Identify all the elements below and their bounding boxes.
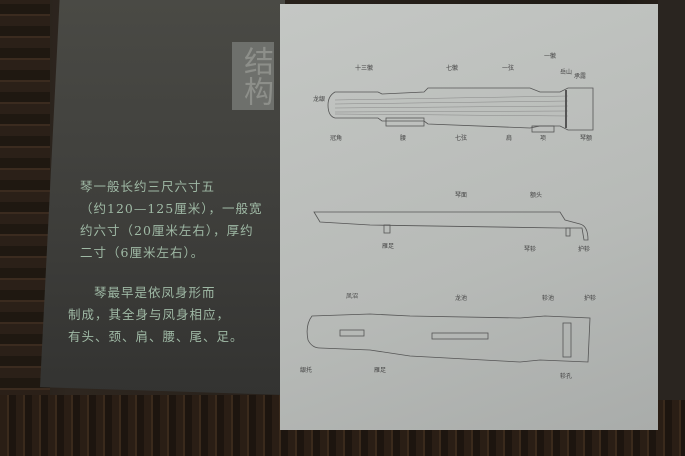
label: 凤沼 [346, 292, 358, 300]
label: 琴面 [455, 192, 467, 199]
label: 十三徽 [355, 64, 373, 72]
label: 七弦 [455, 134, 467, 142]
frame-right [658, 0, 685, 400]
text-line: 约六寸（20厘米左右），厚约 [80, 223, 254, 238]
side-view [313, 211, 589, 241]
text-line: （约120—125厘米），一般宽 [80, 201, 263, 216]
label: 轸孔 [560, 372, 572, 380]
label: 雁足 [374, 367, 386, 374]
top-view-labels: 十三徽 七徽 一弦 一徽 岳山 承露 龙龈 冠角 腰 七弦 肩 项 琴额 [313, 52, 592, 142]
text-line: 二寸（6厘米左右）。 [80, 245, 205, 260]
label: 琴轸 [524, 245, 536, 253]
label: 七徽 [446, 64, 458, 72]
label: 护轸 [578, 245, 590, 253]
label: 项 [540, 135, 546, 142]
label: 承露 [574, 72, 586, 80]
wood-frame-left [0, 0, 50, 400]
bottom-view-labels: 凤沼 龙池 轸池 护轸 龈托 雁足 轸孔 [300, 292, 596, 380]
label: 岳山 [560, 68, 572, 76]
dimensions-paragraph: 琴一般长约三尺六寸五 （约120—125厘米），一般宽 约六寸（20厘米左右），… [80, 176, 270, 264]
text-line: 有头、颈、肩、腰、尾、足。 [68, 329, 244, 344]
label: 护轸 [584, 294, 596, 302]
label: 一徽 [544, 52, 556, 60]
label: 一弦 [502, 64, 514, 72]
label: 肩 [506, 134, 512, 142]
bottom-view [306, 313, 591, 363]
text-line: 琴一般长约三尺六寸五 [80, 179, 216, 194]
text-line: 制成，其全身与凤身相应， [68, 307, 231, 322]
label: 龙池 [455, 294, 467, 302]
label: 龈托 [300, 366, 312, 374]
label: 龙龈 [313, 95, 325, 103]
top-view [327, 87, 594, 133]
side-view-labels: 琴面 额头 雁足 琴轸 护轸 [382, 191, 590, 253]
phoenix-paragraph: 琴最早是依凤身形而 制成，其全身与凤身相应， 有头、颈、肩、腰、尾、足。 [68, 282, 268, 348]
section-title: 结构 [232, 42, 274, 110]
label: 雁足 [382, 243, 394, 250]
label: 轸池 [542, 294, 554, 302]
label: 琴额 [580, 134, 592, 142]
text-line: 琴最早是依凤身形而 [94, 285, 216, 300]
label: 腰 [400, 135, 406, 142]
label: 冠角 [330, 134, 342, 142]
label: 额头 [530, 191, 542, 199]
